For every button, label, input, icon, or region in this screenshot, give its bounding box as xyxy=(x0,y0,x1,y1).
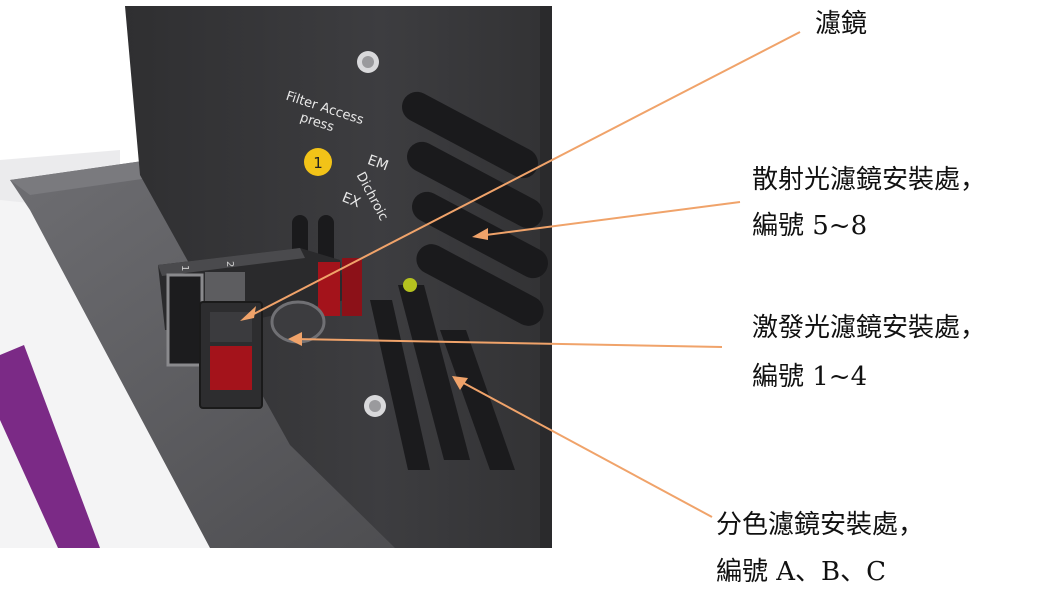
screw-icon xyxy=(357,51,379,73)
label-dichroic-line2: 編號 A、B、C xyxy=(716,557,887,587)
label-filter: 濾鏡 xyxy=(815,9,868,39)
filter-element[interactable] xyxy=(199,301,263,409)
arrowhead-icon xyxy=(472,228,488,240)
arrowhead-icon xyxy=(240,306,256,321)
leader-lines xyxy=(245,31,801,518)
label-ex-line2: 編號 1~4 xyxy=(752,362,868,392)
em-text: EM xyxy=(365,152,390,174)
purple-stripe xyxy=(0,345,100,548)
photo-region: Filter Access press 1 EM Dichroic EX 1 2 xyxy=(0,0,552,548)
leader-line-em xyxy=(477,201,741,237)
arrowhead-icon xyxy=(288,332,302,346)
slot-2-number: 2 xyxy=(224,261,235,267)
leader-line-filter xyxy=(245,31,801,319)
press-button-number: 1 xyxy=(313,154,323,172)
leader-line-ex xyxy=(293,338,723,348)
leader-line-dichroic xyxy=(457,379,713,518)
label-em-line1: 散射光濾鏡安裝處， xyxy=(752,165,987,195)
label-em-line2: 編號 5~8 xyxy=(752,211,868,241)
arrow-heads xyxy=(240,228,488,390)
label-ex-line1: 激發光濾鏡安裝處， xyxy=(752,313,987,343)
slot-1-number: 1 xyxy=(179,265,190,271)
screw-icon xyxy=(364,395,386,417)
ex-text: EX xyxy=(340,190,363,212)
press-button-icon[interactable]: 1 xyxy=(304,148,332,176)
dichroic-filter-slots xyxy=(370,285,515,470)
label-dichroic-line1: 分色濾鏡安裝處， xyxy=(716,510,925,540)
arrowhead-icon xyxy=(452,376,468,390)
